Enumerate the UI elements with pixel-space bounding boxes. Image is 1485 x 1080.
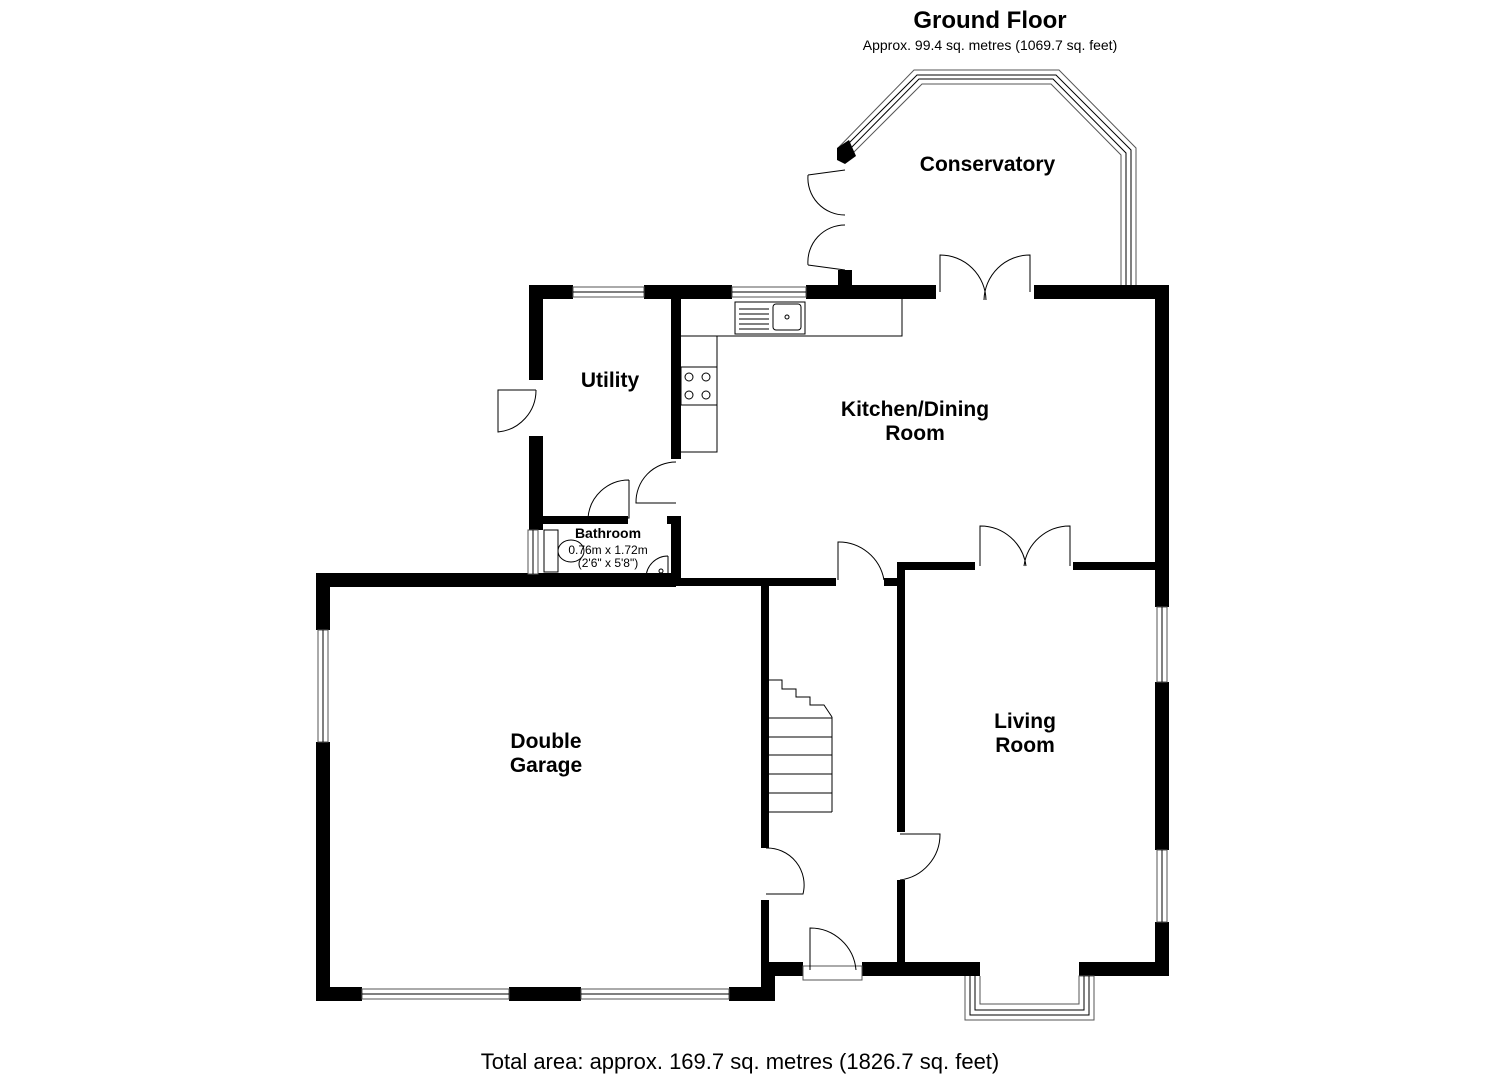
total-area: Total area: approx. 169.7 sq. metres (18… [480,1049,1000,1074]
double-garage-label: Double Garage [509,730,583,777]
interior-walls [530,299,1163,970]
kitchen-units [680,299,903,453]
floor-title: Ground Floor [913,7,1067,34]
floor-area: Approx. 99.4 sq. metres (1069.7 sq. feet… [862,37,1118,53]
bathroom-label: Bathroom [574,525,642,541]
kitchen-dining-label: Kitchen/Dining Room [840,398,990,445]
staircase [766,679,833,813]
living-room-label: Living Room [994,710,1056,757]
windows [317,286,1168,1021]
conservatory-label: Conservatory [919,153,1056,176]
bathroom-dimensions-imperial: (2'6" x 5'8") [577,556,639,570]
bathroom-fittings [543,529,669,579]
doors [497,169,1071,971]
conservatory-glazing [837,69,1137,293]
exterior-walls [316,270,1169,1001]
bathroom-dimensions-metric: 0.76m x 1.72m [568,543,648,557]
utility-label: Utility [580,369,640,392]
